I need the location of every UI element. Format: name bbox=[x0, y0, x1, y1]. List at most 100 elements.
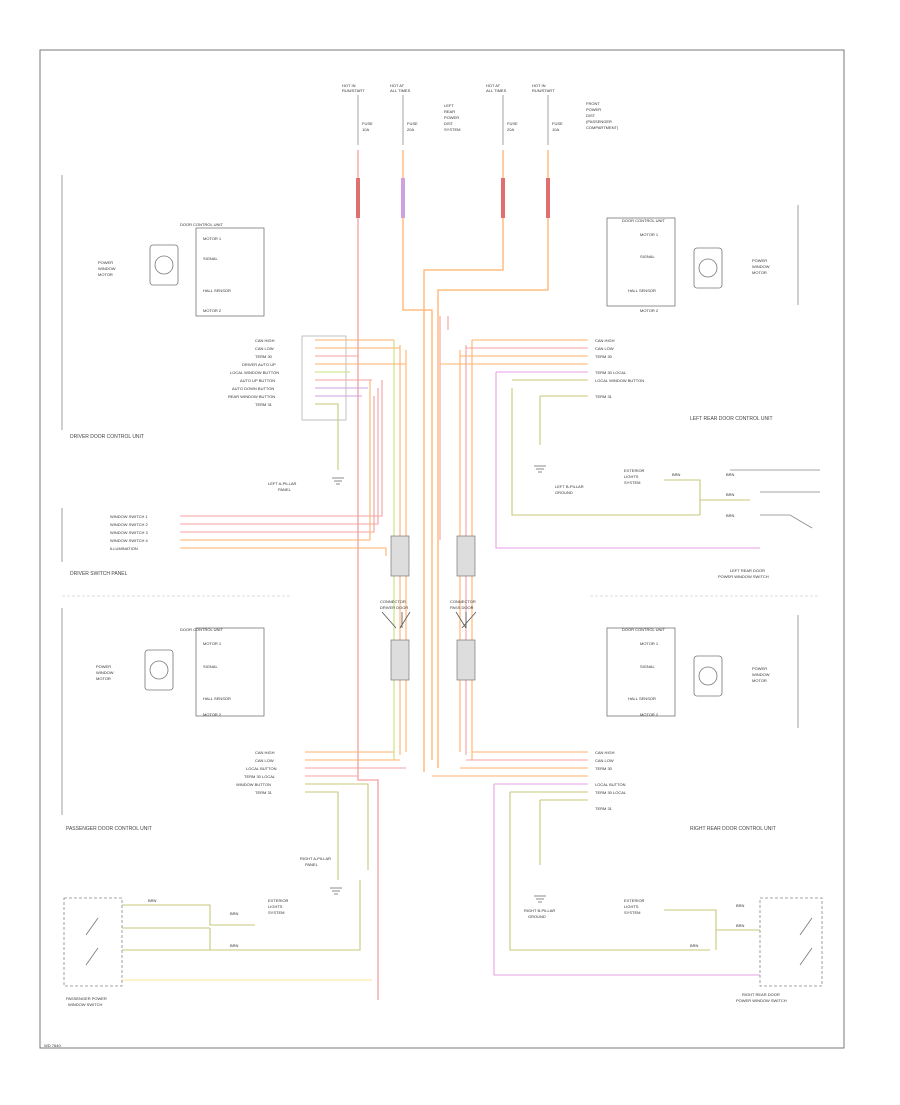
driver-ground: LEFT A-PILLAR PANEL bbox=[268, 477, 344, 492]
svg-text:RIGHT A-PILLAR: RIGHT A-PILLAR bbox=[300, 856, 331, 861]
rr-section-title: RIGHT REAR DOOR CONTROL UNIT bbox=[690, 826, 776, 832]
svg-text:HOT IN: HOT IN bbox=[342, 83, 356, 88]
svg-text:POWER WINDOW SWITCH: POWER WINDOW SWITCH bbox=[736, 998, 787, 1003]
svg-text:20A: 20A bbox=[407, 127, 414, 132]
svg-text:BRN: BRN bbox=[736, 903, 745, 908]
svg-text:GROUND: GROUND bbox=[528, 914, 546, 919]
svg-text:EXTERIOR: EXTERIOR bbox=[268, 898, 289, 903]
svg-text:SIGNAL: SIGNAL bbox=[203, 664, 218, 669]
svg-text:POWER WINDOW SWITCH: POWER WINDOW SWITCH bbox=[718, 574, 769, 579]
svg-text:CONNECTOR: CONNECTOR bbox=[380, 599, 406, 604]
lr-window-switch: LEFT REAR DOOR POWER WINDOW SWITCH bbox=[718, 469, 820, 579]
svg-text:PANEL: PANEL bbox=[305, 862, 319, 867]
svg-text:MOTOR: MOTOR bbox=[98, 272, 113, 277]
fuse-connectors bbox=[356, 178, 550, 218]
svg-text:MOTOR 2: MOTOR 2 bbox=[640, 712, 659, 717]
svg-text:PANEL: PANEL bbox=[278, 487, 292, 492]
lr-pins bbox=[440, 339, 760, 549]
svg-text:BRN: BRN bbox=[726, 513, 735, 518]
svg-text:POWER: POWER bbox=[752, 666, 767, 671]
svg-text:POWER: POWER bbox=[98, 260, 113, 265]
svg-text:ALL TIMES: ALL TIMES bbox=[390, 88, 411, 93]
svg-text:LIGHTS: LIGHTS bbox=[624, 474, 639, 479]
svg-text:BRN: BRN bbox=[672, 472, 681, 477]
svg-text:BRN: BRN bbox=[230, 943, 239, 948]
svg-text:CONNECTOR: CONNECTOR bbox=[450, 599, 476, 604]
svg-text:HALL SENSOR: HALL SENSOR bbox=[628, 288, 656, 293]
svg-text:BRN: BRN bbox=[726, 492, 735, 497]
svg-text:MOTOR: MOTOR bbox=[752, 678, 767, 683]
svg-text:SYSTEM: SYSTEM bbox=[624, 480, 640, 485]
svg-text:SYSTEM: SYSTEM bbox=[268, 910, 284, 915]
svg-text:LIGHTS: LIGHTS bbox=[268, 904, 283, 909]
passenger-pin-labels: CAN HIGH CAN LOW LOCAL BUTTON TERM 30 LO… bbox=[236, 750, 277, 795]
svg-text:RUN/START: RUN/START bbox=[532, 88, 555, 93]
svg-text:POWER: POWER bbox=[96, 664, 111, 669]
svg-text:SYSTEM: SYSTEM bbox=[444, 127, 460, 132]
svg-text:WINDOW SWITCH 3: WINDOW SWITCH 3 bbox=[110, 530, 149, 535]
svg-text:AUTO UP BUTTON: AUTO UP BUTTON bbox=[240, 378, 275, 383]
footer-code: WD 7640 bbox=[44, 1043, 61, 1048]
rr-ground: RIGHT B-PILLAR GROUND bbox=[524, 895, 555, 919]
svg-text:GROUND: GROUND bbox=[555, 490, 573, 495]
driver-window-motor: DOOR CONTROL UNIT MOTOR 1 SIGNAL HALL SE… bbox=[98, 222, 265, 317]
svg-text:CAN HIGH: CAN HIGH bbox=[595, 750, 615, 755]
svg-text:EXTERIOR: EXTERIOR bbox=[624, 468, 645, 473]
lr-ground: LEFT B-PILLAR GROUND bbox=[534, 465, 584, 495]
rr-pins bbox=[432, 751, 760, 976]
svg-text:RUN/START: RUN/START bbox=[342, 88, 365, 93]
switch-panel-labels: WINDOW SWITCH 1 WINDOW SWITCH 2 WINDOW S… bbox=[110, 514, 149, 551]
svg-text:FUSE: FUSE bbox=[362, 121, 373, 126]
svg-text:PASSENGER POWER: PASSENGER POWER bbox=[66, 996, 107, 1001]
rr-window-switch: RIGHT REAR DOOR POWER WINDOW SWITCH bbox=[736, 897, 823, 1003]
passenger-pins bbox=[305, 751, 406, 880]
svg-text:CAN HIGH: CAN HIGH bbox=[255, 338, 275, 343]
svg-text:HOT AT: HOT AT bbox=[486, 83, 501, 88]
fuse-box-right-label: FRONT POWER DIST (PASSENGER COMPARTMENT) bbox=[586, 101, 619, 130]
svg-text:FUSE: FUSE bbox=[507, 121, 518, 126]
svg-text:20A: 20A bbox=[507, 127, 514, 132]
svg-text:(PASSENGER: (PASSENGER bbox=[586, 119, 612, 124]
svg-text:TERM 30 LOCAL: TERM 30 LOCAL bbox=[244, 774, 276, 779]
svg-text:CAN HIGH: CAN HIGH bbox=[595, 338, 615, 343]
svg-text:DOOR CONTROL UNIT: DOOR CONTROL UNIT bbox=[622, 218, 666, 223]
svg-text:AUTO DOWN BUTTON: AUTO DOWN BUTTON bbox=[232, 386, 274, 391]
svg-text:FRONT: FRONT bbox=[586, 101, 600, 106]
svg-text:TERM 31: TERM 31 bbox=[595, 394, 613, 399]
svg-text:HALL SENSOR: HALL SENSOR bbox=[203, 288, 231, 293]
passenger-ground: RIGHT A-PILLAR PANEL bbox=[300, 856, 342, 895]
fuse-box-left-label: LEFT REAR POWER DIST SYSTEM bbox=[444, 103, 460, 132]
svg-text:WINDOW: WINDOW bbox=[752, 264, 770, 269]
svg-text:CAN LOW: CAN LOW bbox=[595, 346, 614, 351]
svg-text:DOOR CONTROL UNIT: DOOR CONTROL UNIT bbox=[180, 222, 224, 227]
svg-text:LOCAL WINDOW BUTTON: LOCAL WINDOW BUTTON bbox=[595, 378, 644, 383]
passenger-window-switch: PASSENGER POWER WINDOW SWITCH bbox=[63, 897, 123, 1007]
switch-panel-wires bbox=[180, 380, 387, 556]
svg-text:MOTOR: MOTOR bbox=[752, 270, 767, 275]
svg-text:BRN: BRN bbox=[736, 923, 745, 928]
svg-text:LEFT B-PILLAR: LEFT B-PILLAR bbox=[555, 484, 584, 489]
fuse-4: HOT IN RUN/START FUSE 10A bbox=[532, 83, 563, 145]
svg-text:TERM 30: TERM 30 bbox=[595, 766, 613, 771]
svg-text:CAN HIGH: CAN HIGH bbox=[255, 750, 275, 755]
svg-text:WINDOW SWITCH 1: WINDOW SWITCH 1 bbox=[110, 514, 149, 519]
lr-window-motor: DOOR CONTROL UNIT MOTOR 1 SIGNAL HALL SE… bbox=[606, 217, 770, 313]
rr-pin-labels: CAN HIGH CAN LOW TERM 30 LOCAL BUTTON TE… bbox=[595, 750, 627, 811]
svg-text:TERM 31: TERM 31 bbox=[595, 806, 613, 811]
svg-text:ALL TIMES: ALL TIMES bbox=[486, 88, 507, 93]
passenger-illumination: EXTERIOR LIGHTS SYSTEM bbox=[268, 898, 289, 915]
svg-text:BRN: BRN bbox=[726, 472, 735, 477]
svg-text:BRN: BRN bbox=[148, 898, 157, 903]
svg-text:SIGNAL: SIGNAL bbox=[640, 254, 655, 259]
svg-text:MOTOR 1: MOTOR 1 bbox=[640, 641, 659, 646]
svg-text:RIGHT B-PILLAR: RIGHT B-PILLAR bbox=[524, 908, 555, 913]
svg-text:POWER: POWER bbox=[586, 107, 601, 112]
main-feed-wires bbox=[357, 150, 549, 1000]
svg-text:TERM 30: TERM 30 bbox=[595, 354, 613, 359]
fuse-1: HOT IN RUN/START FUSE 10A bbox=[342, 83, 373, 145]
driver-control-unit bbox=[301, 335, 347, 421]
svg-text:TERM 31: TERM 31 bbox=[255, 402, 273, 407]
svg-text:CAN LOW: CAN LOW bbox=[595, 758, 614, 763]
